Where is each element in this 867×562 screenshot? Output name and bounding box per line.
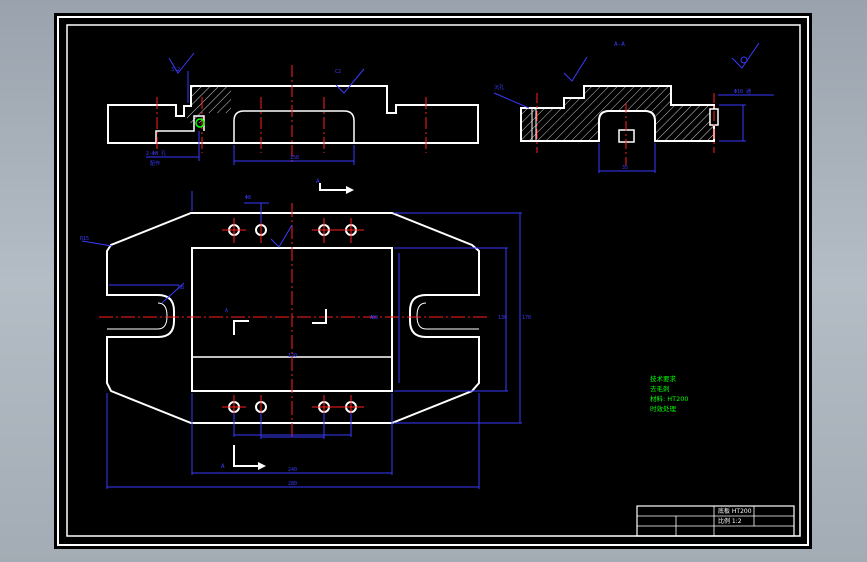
front-view-notch	[155, 115, 205, 143]
front-hole-note: 2-Φ8 孔	[146, 150, 166, 157]
svg-text:C2: C2	[335, 69, 341, 75]
svg-text:R15: R15	[80, 236, 89, 242]
section-arrow-top	[319, 183, 346, 191]
svg-text:A: A	[221, 463, 225, 470]
technical-notes: 技术要求 去毛刺 材料: HT200 时效处理	[650, 374, 689, 413]
tech-note-4: 时效处理	[650, 404, 677, 413]
section-dim-label: 35	[622, 165, 628, 171]
svg-text:沉孔: 沉孔	[494, 84, 504, 91]
tech-note-1: 技术要求	[650, 374, 677, 383]
svg-text:A: A	[225, 308, 228, 314]
title-block: 底板 HT200 比例 1:2	[636, 505, 795, 537]
svg-text:A: A	[316, 178, 320, 185]
svg-text:120: 120	[288, 353, 297, 359]
svg-text:80: 80	[372, 315, 378, 321]
section-label: A-A	[614, 41, 625, 48]
title-block-scale: 比例 1:2	[718, 517, 742, 525]
inner-frame	[66, 24, 801, 537]
svg-text:A: A	[370, 315, 373, 321]
front-view-hatch	[187, 86, 231, 123]
plan-view: A A A 280 240 120 170 130 80 R15	[80, 178, 531, 489]
section-view-hatch	[520, 85, 715, 142]
svg-text:配作: 配作	[150, 160, 160, 167]
front-hole-marker	[195, 118, 205, 128]
svg-text:280: 280	[288, 481, 297, 487]
cad-viewport[interactable]: 150 3.2 C2 2-Φ8 孔 配作 A-A 35 Φ10 通 沉孔	[54, 13, 812, 549]
tech-note-2: 去毛刺	[650, 384, 670, 393]
svg-text:Φ10 通: Φ10 通	[734, 88, 751, 95]
svg-text:240: 240	[288, 467, 297, 473]
front-view-outline	[107, 85, 479, 144]
svg-text:170: 170	[522, 315, 531, 321]
outer-frame	[57, 16, 809, 546]
title-block-name: 底板 HT200	[718, 507, 752, 515]
section-arrow-bottom	[233, 445, 258, 467]
svg-text:3.2: 3.2	[171, 67, 180, 73]
svg-text:Φ8: Φ8	[245, 195, 251, 201]
svg-text:R8: R8	[178, 285, 184, 291]
section-view: A-A 35 Φ10 通 沉孔	[493, 41, 774, 173]
cad-drawing-canvas[interactable]: 150 3.2 C2 2-Φ8 孔 配作 A-A 35 Φ10 通 沉孔	[54, 13, 812, 549]
tech-note-3: 材料: HT200	[650, 394, 689, 403]
front-dim-label: 150	[290, 155, 299, 161]
front-view-slot	[233, 110, 355, 143]
front-view: 150 3.2 C2 2-Φ8 孔 配作	[107, 52, 479, 167]
svg-text:130: 130	[498, 315, 507, 321]
